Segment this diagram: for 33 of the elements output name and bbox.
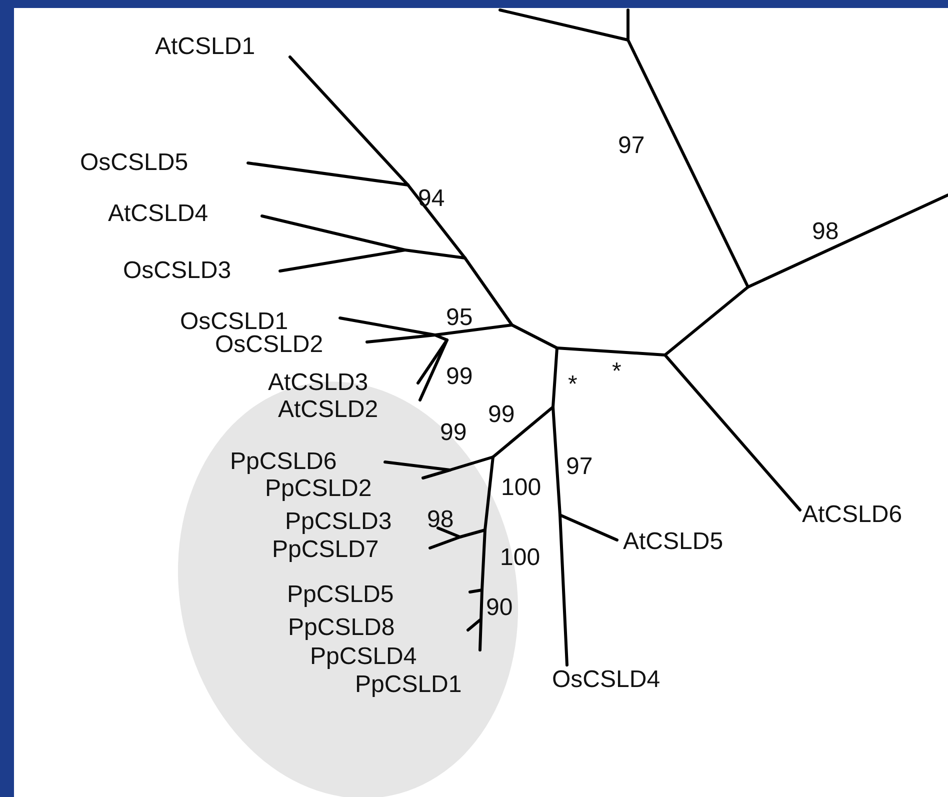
- bootstrap-value: 99: [440, 421, 467, 445]
- bootstrap-value: 100: [501, 476, 542, 500]
- taxon-label: AtCSLD5: [623, 530, 724, 554]
- taxon-label: PpCSLD3: [285, 510, 392, 534]
- taxon-label: AtCSLD2: [278, 398, 378, 422]
- taxon-label: OsCSLD2: [215, 333, 324, 357]
- taxon-label: AtCSLD4: [108, 202, 208, 226]
- taxon-label: OsCSLD5: [80, 151, 188, 175]
- bootstrap-value: 94: [418, 187, 445, 211]
- taxon-label: PpCSLD7: [272, 538, 379, 562]
- bootstrap-value: 99: [488, 403, 515, 427]
- bootstrap-value: 97: [566, 455, 593, 479]
- taxon-label: OsCSLD1: [180, 310, 288, 334]
- taxon-label: PpCSLD1: [355, 673, 462, 697]
- bootstrap-value: 99: [446, 365, 473, 389]
- bootstrap-value: *: [612, 360, 622, 384]
- bootstrap-value: 98: [427, 508, 454, 532]
- taxon-label: PpCSLD6: [230, 450, 337, 474]
- taxon-label: AtCSLD1: [155, 35, 256, 59]
- taxon-label: PpCSLD2: [265, 477, 372, 501]
- taxon-label: PpCSLD5: [287, 583, 394, 607]
- taxon-label: PpCSLD8: [288, 616, 395, 640]
- bootstrap-value: 95: [446, 306, 473, 330]
- bootstrap-value: 97: [618, 134, 645, 158]
- taxon-label: OsCSLD3: [123, 259, 232, 283]
- bootstrap-value: *: [568, 373, 578, 397]
- bootstrap-value: 100: [500, 546, 540, 570]
- taxon-label: AtCSLD6: [802, 503, 902, 527]
- taxon-label: AtCSLD3: [268, 371, 368, 395]
- taxon-label: PpCSLD4: [310, 645, 417, 669]
- taxon-label: OsCSLD4: [552, 668, 660, 692]
- bootstrap-value: 90: [486, 596, 513, 620]
- bootstrap-value: 98: [812, 220, 839, 244]
